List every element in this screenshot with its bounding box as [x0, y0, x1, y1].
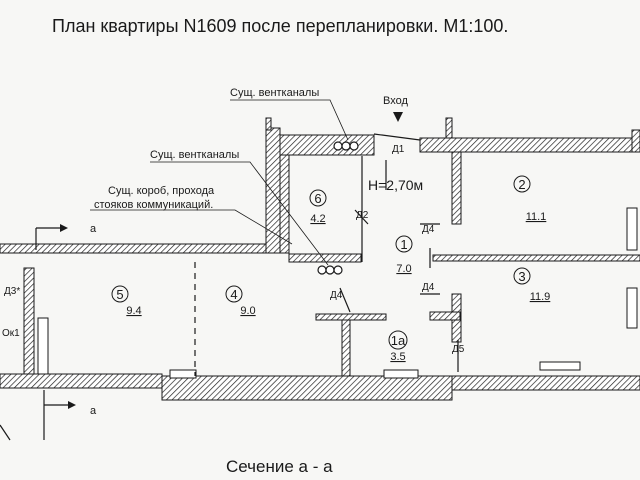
room-number-circle — [111, 285, 129, 303]
room-area: 4.2 — [310, 213, 325, 225]
wall-top-left — [0, 243, 281, 254]
wall-room6-left — [279, 154, 290, 254]
wall-top-right — [419, 137, 640, 153]
door-swing-d2 — [354, 209, 369, 225]
vent-circle — [317, 265, 327, 275]
room-number: 6 — [314, 191, 321, 206]
room-area: 9.4 — [126, 305, 141, 317]
door-label-d5: Д5 — [452, 344, 465, 355]
door-label-d1: Д1 — [392, 144, 405, 155]
room-area: 3.5 — [390, 351, 405, 363]
leader-riser-box — [90, 209, 293, 245]
annotation-vent-1: Сущ. вентканалы — [230, 87, 319, 99]
room-area: 9.0 — [240, 305, 255, 317]
section-mark-bottom-label: а — [90, 405, 97, 417]
wall-bottom-right — [451, 375, 640, 391]
wall-hall-room2 — [451, 151, 462, 225]
vent-circle — [333, 141, 343, 151]
wall-left-window — [23, 267, 35, 375]
window-label: Ок1 — [2, 328, 20, 339]
wall-right-edge — [631, 129, 640, 153]
wall-shaft-vertical — [265, 127, 281, 254]
entrance-line — [373, 133, 421, 141]
vent-circle — [349, 141, 359, 151]
section-mark-corner — [0, 424, 11, 441]
wall-bottom-center — [161, 375, 453, 401]
section-mark-top-label: а — [90, 223, 97, 235]
leader-vent-1 — [230, 99, 349, 141]
room-number: 5 — [116, 287, 123, 302]
wall-room6-bottom — [288, 253, 362, 263]
partitions — [194, 133, 459, 376]
windows — [37, 207, 638, 379]
room-2: 2 11.1 — [513, 175, 547, 223]
vent-channels — [317, 141, 359, 275]
wall-room2-room3 — [432, 254, 640, 262]
room-5: 5 9.4 — [111, 285, 142, 317]
wall-shaft-hook — [265, 117, 272, 131]
room-4: 4 9.0 — [225, 285, 256, 317]
vent-circle — [341, 141, 351, 151]
door-label-d4-left: Д4 — [330, 290, 343, 301]
room-number-circle — [513, 267, 531, 285]
annotation-riser-line1: Сущ. короб, прохода — [108, 185, 215, 197]
window-room1a — [383, 369, 419, 379]
walls — [0, 117, 640, 401]
leader-lines — [90, 99, 349, 266]
room-number: 3 — [518, 269, 525, 284]
room-number: 1 — [400, 237, 407, 252]
room-area: 7.0 — [396, 263, 411, 275]
section-caption: Сечение а - а — [226, 457, 333, 476]
room-number-circle — [309, 189, 327, 207]
wall-1a-top — [315, 313, 387, 321]
room-number: 2 — [518, 177, 525, 192]
room-6: 6 4.2 — [309, 189, 327, 225]
ceiling-height: H=2,70м — [368, 177, 423, 193]
room-number-circle — [513, 175, 531, 193]
vent-circle — [325, 265, 335, 275]
room-number-circle — [225, 285, 243, 303]
room-number-circle — [395, 235, 413, 253]
leader-vent-2 — [150, 161, 329, 266]
door-swing-d4-left — [339, 287, 351, 313]
door-label-d4-upper: Д4 — [422, 224, 435, 235]
window-room3-bottom — [539, 361, 581, 371]
room-number-circle — [388, 330, 408, 350]
window-room4 — [169, 369, 197, 379]
section-arrow-icon — [68, 401, 76, 409]
room-number: 1а — [391, 333, 406, 348]
room-area: 11.9 — [530, 291, 551, 303]
annotation-riser-line2: стояков коммуникаций. — [94, 199, 213, 211]
window-room2 — [626, 207, 638, 251]
room-3: 3 11.9 — [513, 267, 551, 303]
section-arrow-icon — [60, 224, 68, 232]
wall-vent-block — [279, 134, 375, 156]
section-marks — [0, 227, 70, 441]
window-room3 — [626, 287, 638, 329]
annotation-entrance: Вход — [383, 95, 408, 107]
entrance-arrow-icon — [393, 112, 403, 122]
wall-step-1a — [429, 311, 461, 321]
door-label-d4-lower: Д4 — [422, 282, 435, 293]
wall-1a-left — [341, 315, 351, 382]
room-area: 11.1 — [526, 211, 547, 223]
door-label-d3: Д3* — [4, 286, 20, 297]
wall-entry-post — [445, 117, 453, 139]
wall-bottom-left — [0, 373, 163, 389]
room-1: 1 7.0 — [395, 235, 413, 275]
plan-title: План квартиры N1609 после перепланировки… — [52, 16, 508, 36]
room-1a: 1а 3.5 — [388, 330, 408, 363]
window-left — [37, 317, 49, 375]
annotation-vent-2: Сущ. вентканалы — [150, 149, 239, 161]
room-number: 4 — [230, 287, 237, 302]
vent-circle — [333, 265, 343, 275]
door-label-d2: Д2 — [356, 210, 369, 221]
